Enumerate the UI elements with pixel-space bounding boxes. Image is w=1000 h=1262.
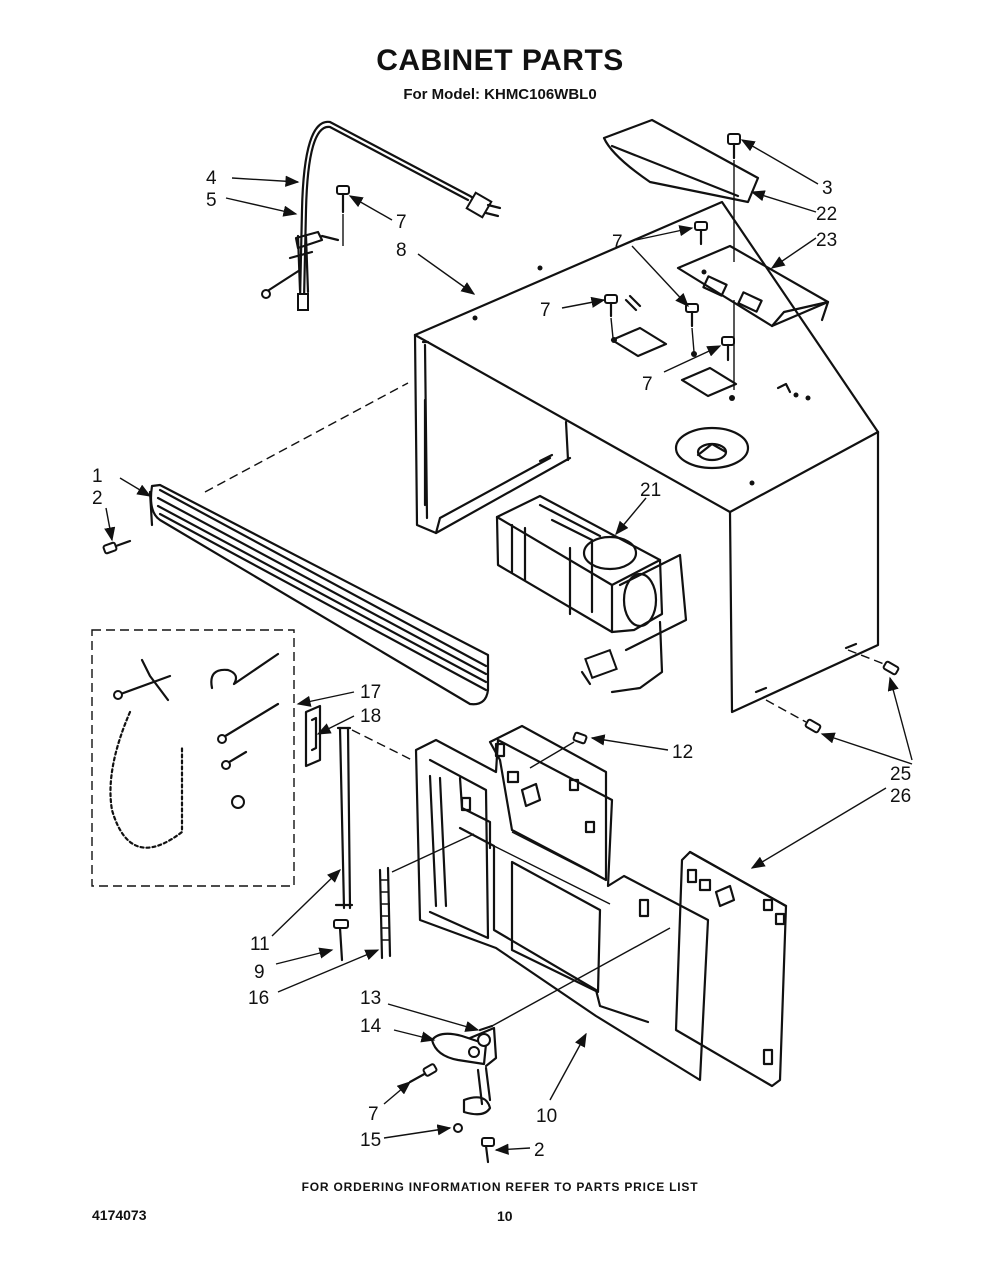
model-subtitle: For Model: KHMC106WBL0	[403, 86, 597, 103]
callout-7-socket: 7	[368, 1104, 379, 1125]
fan-assembly	[495, 494, 688, 694]
callout-11: 11	[250, 934, 270, 955]
callout-7-mid: 7	[540, 300, 551, 321]
callout-2-socket: 2	[534, 1140, 545, 1161]
light-lens-22	[602, 118, 760, 204]
callout-4: 4	[206, 168, 217, 189]
cabinet-wrapper	[413, 200, 880, 714]
callout-18: 18	[360, 706, 381, 727]
callout-23: 23	[816, 230, 837, 251]
callout-7-roof: 7	[642, 374, 653, 395]
callout-10: 10	[536, 1106, 557, 1127]
callout-25: 25	[890, 764, 911, 785]
callout-8: 8	[396, 240, 407, 261]
bracket-23	[676, 244, 830, 328]
callout-15: 15	[360, 1130, 381, 1151]
rod-11	[334, 726, 413, 910]
screw-2-grille	[102, 539, 132, 555]
document-number: 4174073	[92, 1207, 147, 1223]
back-panel-26	[674, 850, 788, 1088]
page-title: CABINET PARTS	[376, 44, 624, 77]
mounting-plate-10	[414, 738, 710, 1082]
hardware-kit	[91, 629, 295, 887]
callout-13: 13	[360, 988, 381, 1009]
screw-3	[727, 133, 741, 262]
screw-7-cord	[336, 185, 350, 246]
top-screws-7	[604, 221, 735, 401]
callout-17: 17	[360, 682, 381, 703]
back-panel-upper	[488, 724, 608, 882]
callout-14: 14	[360, 1016, 382, 1037]
callout-7-top: 7	[612, 232, 623, 253]
callout-16: 16	[248, 988, 269, 1009]
callout-3: 3	[822, 178, 833, 199]
screw-9	[333, 919, 349, 962]
callout-5: 5	[206, 190, 217, 211]
side-screws-25	[765, 649, 900, 734]
callout-2-grille: 2	[92, 488, 103, 509]
power-cord	[261, 120, 502, 311]
callout-1: 1	[92, 466, 103, 487]
grille-guide-line	[204, 382, 409, 493]
callout-leaders	[104, 139, 913, 1155]
callout-22: 22	[816, 204, 837, 225]
callout-9: 9	[254, 962, 265, 983]
screw-7-socket	[408, 1063, 438, 1084]
ordering-info-footer: FOR ORDERING INFORMATION REFER TO PARTS …	[301, 1180, 699, 1194]
callout-7-cord: 7	[396, 212, 407, 233]
strip-16	[378, 833, 475, 960]
light-socket	[430, 927, 671, 1133]
screw-2-socket	[481, 1137, 495, 1164]
callout-12: 12	[672, 742, 693, 763]
callout-21: 21	[640, 480, 661, 501]
screw-12	[529, 731, 588, 769]
bracket-18	[304, 704, 322, 768]
page-number: 10	[497, 1208, 513, 1224]
callout-26: 26	[890, 786, 911, 807]
vent-grille	[148, 483, 490, 706]
